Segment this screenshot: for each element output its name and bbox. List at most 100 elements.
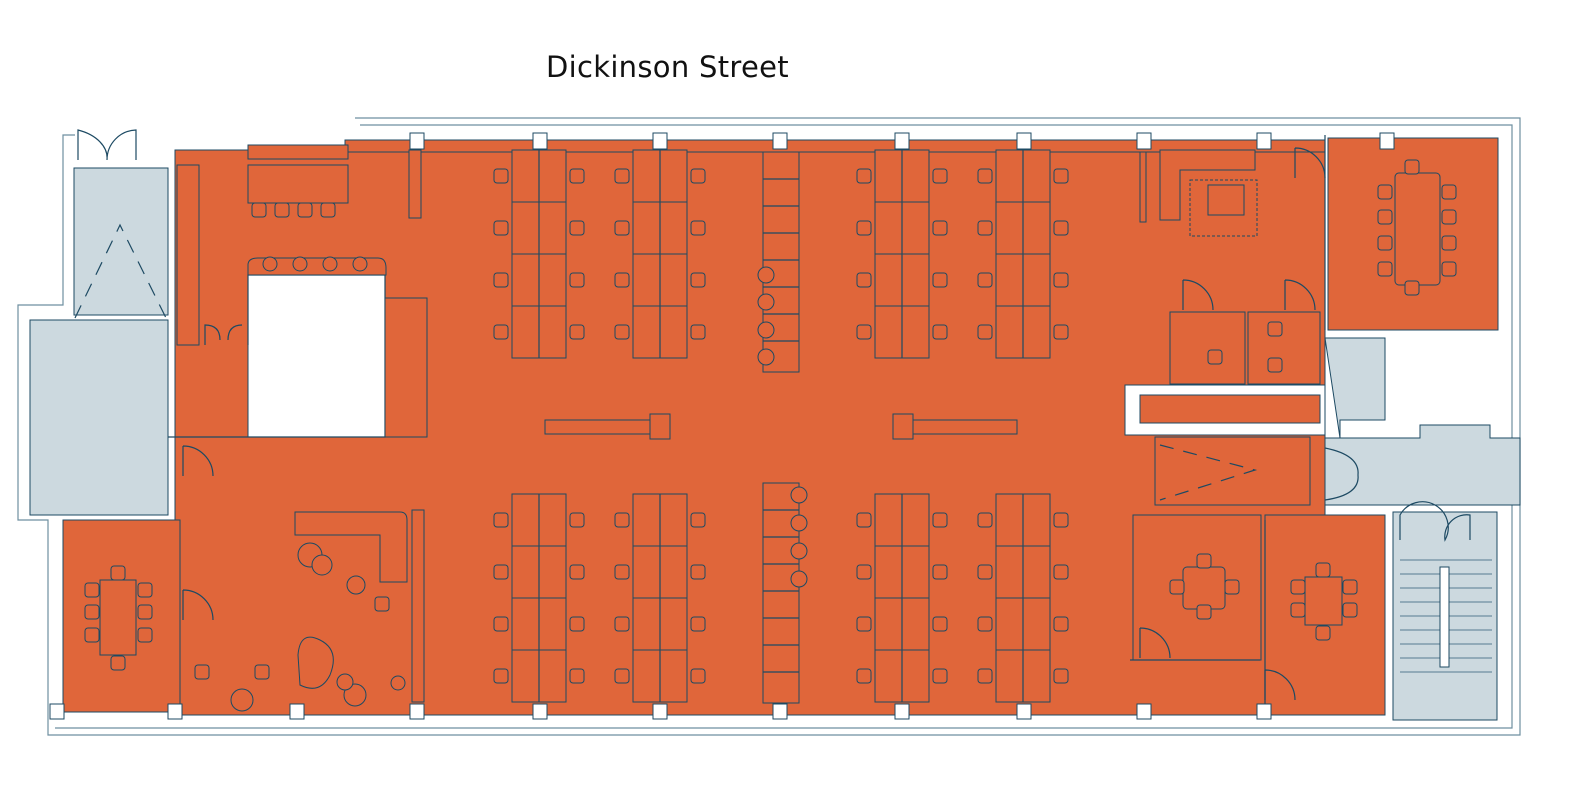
chair-icon — [493, 668, 509, 684]
desk — [874, 253, 903, 307]
bar-chair-icon — [297, 202, 313, 218]
chair-icon — [977, 324, 993, 340]
chair-icon — [1196, 604, 1212, 620]
desk — [1022, 253, 1051, 307]
chair-icon — [1053, 220, 1069, 236]
chair-icon — [856, 512, 872, 528]
chair-icon — [1441, 184, 1457, 200]
desk — [874, 149, 903, 203]
desk — [995, 545, 1024, 599]
chair-icon — [1377, 184, 1393, 200]
conference-table — [1394, 172, 1441, 286]
stool-icon — [757, 321, 775, 339]
entrance-door — [77, 129, 137, 161]
chair-icon — [856, 564, 872, 580]
desk — [901, 493, 930, 547]
desk — [1022, 597, 1051, 651]
armchair-icon — [374, 596, 390, 612]
desk — [538, 545, 567, 599]
column — [772, 132, 788, 150]
chair-icon — [569, 512, 585, 528]
chair-icon — [110, 565, 126, 581]
chair-icon — [1207, 349, 1223, 365]
chair-icon — [493, 564, 509, 580]
desk — [995, 305, 1024, 359]
desk — [659, 493, 688, 547]
desk — [995, 253, 1024, 307]
chair-icon — [614, 564, 630, 580]
chair-icon — [977, 272, 993, 288]
stool-icon — [757, 293, 775, 311]
column — [894, 132, 910, 150]
column — [652, 703, 668, 720]
chair-icon — [1315, 562, 1331, 578]
column — [409, 703, 425, 720]
chair-icon — [110, 655, 126, 671]
street-label: Dickinson Street — [546, 50, 789, 84]
column — [1379, 132, 1395, 150]
chair-icon — [690, 324, 706, 340]
desk — [632, 305, 661, 359]
column — [894, 703, 910, 720]
chair-icon — [1053, 272, 1069, 288]
chair-icon — [932, 220, 948, 236]
side-table-icon — [390, 675, 406, 691]
desk — [511, 201, 540, 255]
chair-icon — [932, 564, 948, 580]
console-table — [649, 413, 671, 440]
desk — [901, 305, 930, 359]
stool-icon — [790, 486, 808, 504]
chair-icon — [977, 220, 993, 236]
chair-icon — [1342, 579, 1358, 595]
desk — [632, 597, 661, 651]
chair-icon — [614, 668, 630, 684]
chair-icon — [1342, 602, 1358, 618]
desk — [901, 597, 930, 651]
desk — [1022, 493, 1051, 547]
desk — [995, 201, 1024, 255]
door-swing — [1294, 147, 1326, 179]
chair-icon — [493, 324, 509, 340]
desk — [511, 305, 540, 359]
desk — [995, 493, 1024, 547]
desk — [511, 149, 540, 203]
chair-icon — [1290, 602, 1306, 618]
chair-icon — [977, 168, 993, 184]
stool-icon — [292, 256, 308, 272]
side-table-icon — [346, 575, 366, 595]
chair-icon — [690, 168, 706, 184]
desk — [659, 545, 688, 599]
desk — [538, 649, 567, 703]
side-table-icon — [311, 554, 333, 576]
desk — [632, 149, 661, 203]
chair-icon — [569, 324, 585, 340]
meeting-table — [1182, 566, 1226, 610]
chair-icon — [1053, 668, 1069, 684]
chair-icon — [137, 582, 153, 598]
stool-icon — [352, 256, 368, 272]
chair-icon — [493, 616, 509, 632]
chair-icon — [856, 324, 872, 340]
shelving-unit — [762, 482, 800, 704]
chair-icon — [932, 512, 948, 528]
desk — [632, 201, 661, 255]
door-swing — [1284, 279, 1316, 311]
chair-icon — [1169, 579, 1185, 595]
chair-icon — [690, 616, 706, 632]
chair-icon — [614, 616, 630, 632]
chair-icon — [1441, 235, 1457, 251]
bar-chair-icon — [320, 202, 336, 218]
column — [532, 132, 548, 150]
chair-icon — [1377, 235, 1393, 251]
chair-icon — [1053, 324, 1069, 340]
desk — [632, 545, 661, 599]
desk — [538, 305, 567, 359]
chair-icon — [1053, 616, 1069, 632]
desk — [1022, 201, 1051, 255]
office-floor — [62, 135, 1499, 716]
chair-icon — [84, 627, 100, 643]
door-swing — [182, 445, 214, 477]
desk — [901, 201, 930, 255]
desk — [1022, 305, 1051, 359]
